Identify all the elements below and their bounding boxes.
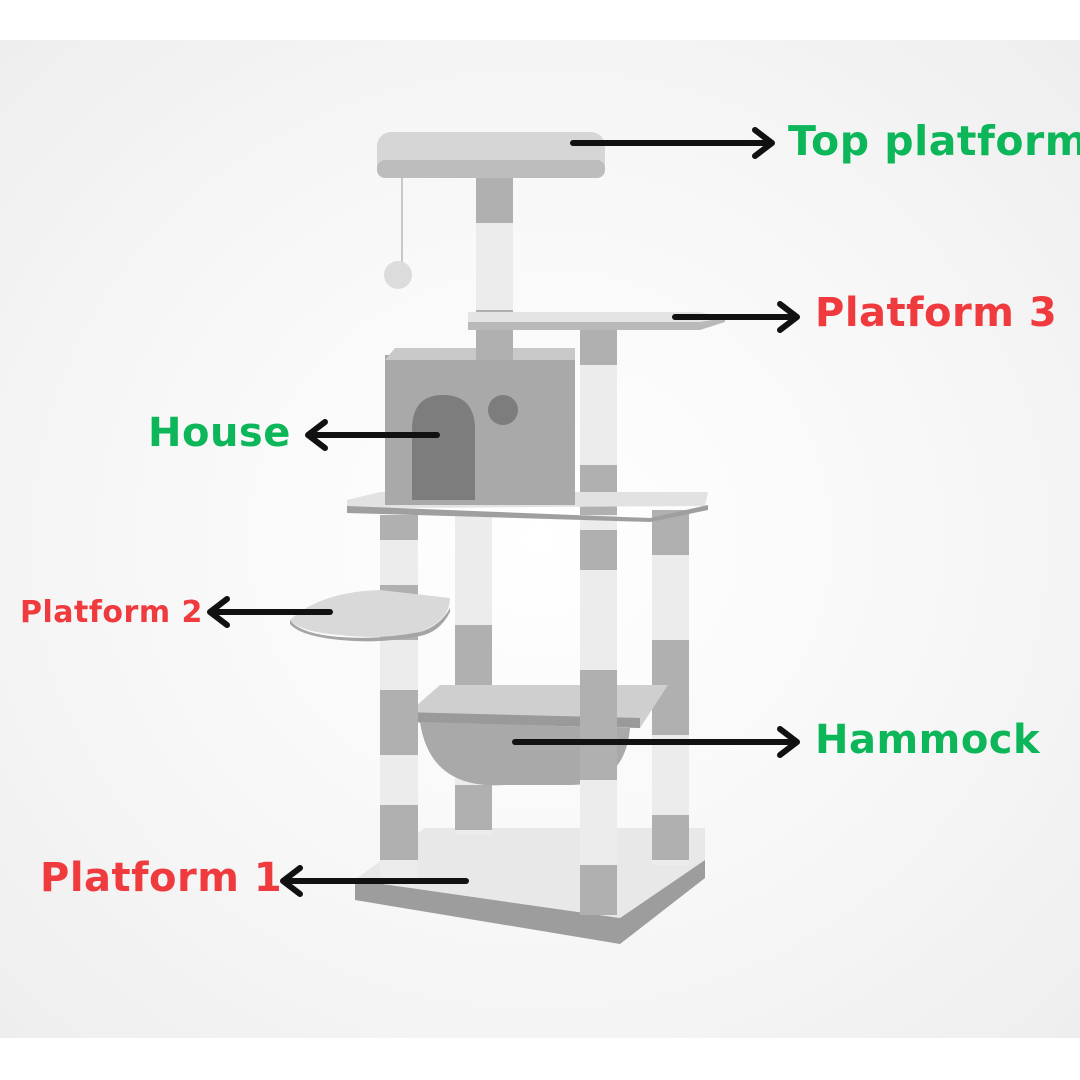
- top-platform-shape: [377, 132, 605, 178]
- arrow-platform-3: [672, 301, 800, 333]
- platform-1-shape: [355, 828, 705, 944]
- house-shape: [385, 348, 575, 505]
- label-platform-3: Platform 3: [815, 290, 1058, 336]
- label-hammock: Hammock: [815, 717, 1041, 763]
- label-house: House: [148, 410, 291, 456]
- arrow-platform-1: [280, 865, 469, 897]
- dangling-toy: [384, 178, 412, 289]
- label-platform-1: Platform 1: [40, 855, 283, 901]
- arrow-platform-2: [207, 596, 333, 628]
- arrow-hammock: [512, 726, 800, 758]
- platform-3-shape: [468, 312, 725, 330]
- arrow-top-platform: [570, 127, 775, 159]
- arrow-house: [305, 419, 440, 451]
- label-top-platform: Top platform: [788, 117, 1080, 165]
- platform-2-shape: [290, 590, 450, 642]
- label-platform-2: Platform 2: [20, 595, 203, 630]
- front-post-right: [580, 330, 617, 915]
